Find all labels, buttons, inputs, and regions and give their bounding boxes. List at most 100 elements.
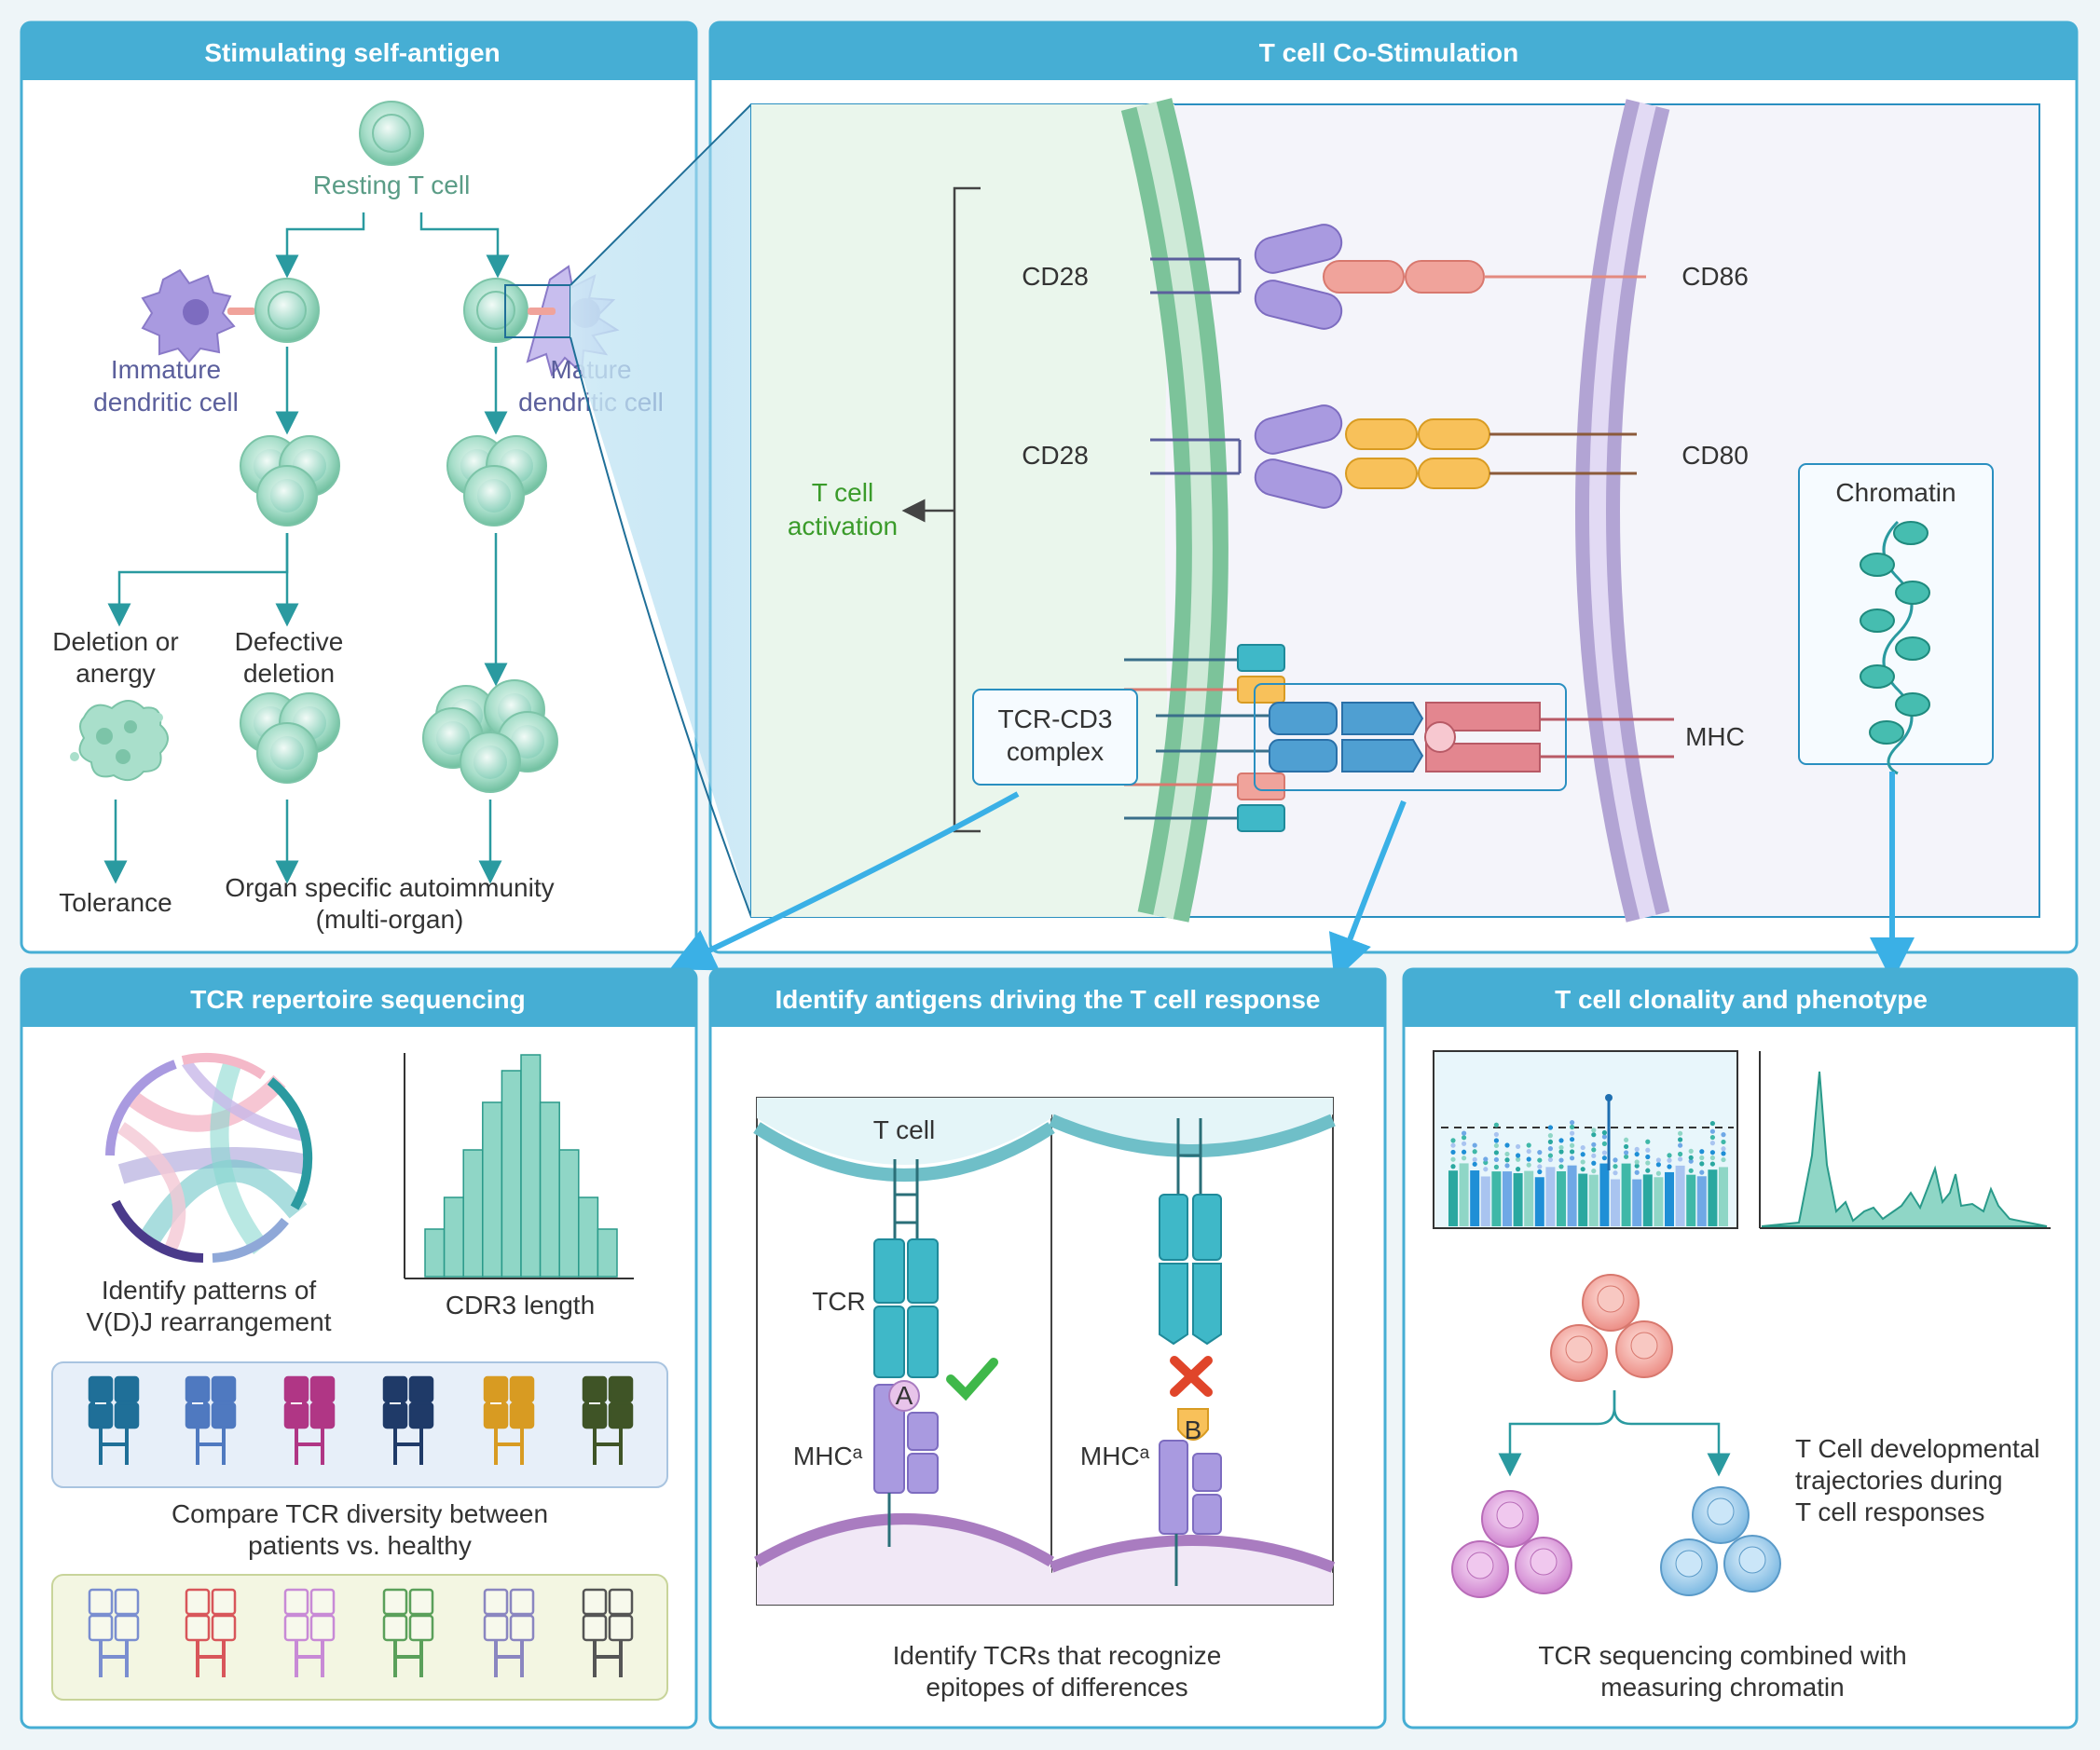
chromatin-icon bbox=[1860, 520, 1930, 775]
histogram-bar bbox=[424, 1228, 446, 1278]
tcr-label: TCR bbox=[812, 1287, 866, 1316]
clone-dot bbox=[1591, 1147, 1597, 1153]
clonality-caption-1: TCR sequencing combined with bbox=[1538, 1641, 1906, 1670]
clone-dot bbox=[1472, 1161, 1477, 1167]
autoimmunity-label-1: Organ specific autoimmunity bbox=[225, 873, 554, 902]
clone-dot bbox=[1678, 1142, 1683, 1148]
clone-dot bbox=[1709, 1128, 1715, 1134]
clone-bar bbox=[1696, 1176, 1707, 1226]
panel-self-antigen: Stimulating self-antigen Resting T cell … bbox=[20, 21, 698, 954]
clone-bar bbox=[1632, 1179, 1642, 1226]
clone-dot bbox=[1678, 1130, 1683, 1136]
clone-bar bbox=[1567, 1165, 1577, 1226]
clone-dot bbox=[1699, 1169, 1705, 1175]
immature-dc-label-1: Immature bbox=[111, 355, 221, 384]
tcr-icon bbox=[483, 1588, 535, 1677]
clone-dot bbox=[1699, 1149, 1705, 1155]
clone-dot bbox=[1558, 1138, 1564, 1143]
histogram-bar bbox=[558, 1149, 580, 1278]
clone-dot bbox=[1547, 1153, 1553, 1158]
panel-costimulation: T cell Co-Stimulation CD28 CD86 bbox=[570, 21, 2079, 982]
clone-dot bbox=[1634, 1146, 1640, 1152]
clone-dot bbox=[1450, 1142, 1456, 1148]
clone-dot bbox=[1591, 1128, 1597, 1133]
t-cell-cluster-icon bbox=[1660, 1486, 1781, 1596]
synapse-icon bbox=[528, 308, 556, 315]
tcr-icon bbox=[283, 1588, 336, 1677]
clone-dot bbox=[1483, 1167, 1489, 1172]
tcr-icon bbox=[185, 1375, 237, 1465]
cdr3-histogram bbox=[404, 1053, 634, 1279]
chromatin-box bbox=[1798, 463, 1994, 765]
clone-bar bbox=[1534, 1177, 1544, 1226]
clone-dot bbox=[1504, 1142, 1510, 1148]
immature-dc-label-2: dendritic cell bbox=[93, 388, 239, 417]
clone-dot bbox=[1462, 1155, 1467, 1161]
chromatin-accessibility-track bbox=[1759, 1051, 2051, 1229]
clone-dot bbox=[1504, 1157, 1510, 1163]
tcr-icon bbox=[185, 1588, 237, 1677]
chromatin-label: Chromatin bbox=[1835, 478, 1956, 507]
tcr-cd3-label-2: complex bbox=[1007, 737, 1104, 766]
clone-dot bbox=[1580, 1144, 1585, 1151]
panel-header bbox=[21, 969, 696, 1027]
clone-dot bbox=[1624, 1150, 1629, 1155]
clone-dot bbox=[1450, 1164, 1456, 1169]
clone-dot bbox=[1709, 1155, 1715, 1161]
mhc-right-label: MHCᵃ bbox=[1080, 1442, 1150, 1470]
clone-dot bbox=[1493, 1164, 1499, 1169]
deletion-label-1: Deletion or bbox=[52, 627, 178, 656]
flow-arrow bbox=[669, 791, 1020, 971]
clone-dot bbox=[1645, 1168, 1651, 1173]
clone-dot bbox=[1570, 1124, 1575, 1130]
t-cell-cytoplasm bbox=[751, 104, 1174, 917]
clone-dot bbox=[1547, 1146, 1553, 1152]
chord-diagram-icon bbox=[104, 1052, 313, 1264]
t-cell-cluster-icon bbox=[240, 435, 340, 526]
clone-dot bbox=[1547, 1125, 1553, 1130]
panel-title: T cell Co-Stimulation bbox=[1259, 38, 1518, 67]
tcr-cd3-label-box bbox=[972, 689, 1138, 786]
clone-dot bbox=[1709, 1161, 1715, 1167]
panel-header bbox=[710, 969, 1385, 1027]
apc-icon bbox=[757, 1524, 1051, 1605]
immature-dendritic-cell-icon bbox=[141, 268, 236, 363]
clone-dot bbox=[1558, 1157, 1564, 1163]
clone-dot bbox=[1547, 1139, 1553, 1144]
clone-dot bbox=[1624, 1154, 1629, 1159]
clone-dot bbox=[1601, 1141, 1607, 1146]
clone-dot bbox=[1526, 1162, 1531, 1168]
panel-title: T cell clonality and phenotype bbox=[1555, 985, 1928, 1014]
clone-dot bbox=[1601, 1155, 1607, 1161]
tcr-mhc-mismatch bbox=[1159, 1118, 1222, 1586]
tolerance-label: Tolerance bbox=[59, 888, 172, 917]
clone-bar bbox=[1513, 1172, 1523, 1226]
clone-dot bbox=[1645, 1160, 1651, 1166]
clone-bar bbox=[1719, 1167, 1728, 1226]
activation-label-2: activation bbox=[788, 512, 898, 540]
clone-dot bbox=[1493, 1122, 1499, 1128]
clone-dot bbox=[1613, 1157, 1618, 1163]
defective-label-1: Defective bbox=[235, 627, 344, 656]
t-cell-cluster-icon bbox=[446, 435, 547, 526]
tcr-icon bbox=[283, 1375, 336, 1465]
defective-label-2: deletion bbox=[243, 659, 335, 688]
tcr-icon bbox=[88, 1375, 140, 1465]
clone-bar bbox=[1448, 1170, 1458, 1226]
synapse-icon bbox=[227, 308, 255, 315]
clone-dot bbox=[1526, 1142, 1531, 1148]
clone-dot bbox=[1634, 1163, 1640, 1169]
check-icon bbox=[946, 1358, 998, 1401]
epitope-b-icon bbox=[1177, 1408, 1209, 1441]
clone-dot bbox=[1526, 1148, 1531, 1155]
panel-antigens: Identify antigens driving the T cell res… bbox=[708, 967, 1387, 1729]
clone-dot bbox=[1493, 1142, 1499, 1149]
clone-bar bbox=[1611, 1179, 1620, 1226]
panel-header bbox=[710, 22, 2077, 80]
histogram-bar bbox=[462, 1149, 484, 1278]
clone-bar bbox=[1545, 1167, 1556, 1226]
clone-dot bbox=[1558, 1144, 1564, 1151]
clone-dot bbox=[1601, 1150, 1607, 1155]
compare-label-1: Compare TCR diversity between bbox=[172, 1499, 548, 1528]
panel-title: Identify antigens driving the T cell res… bbox=[775, 985, 1320, 1014]
